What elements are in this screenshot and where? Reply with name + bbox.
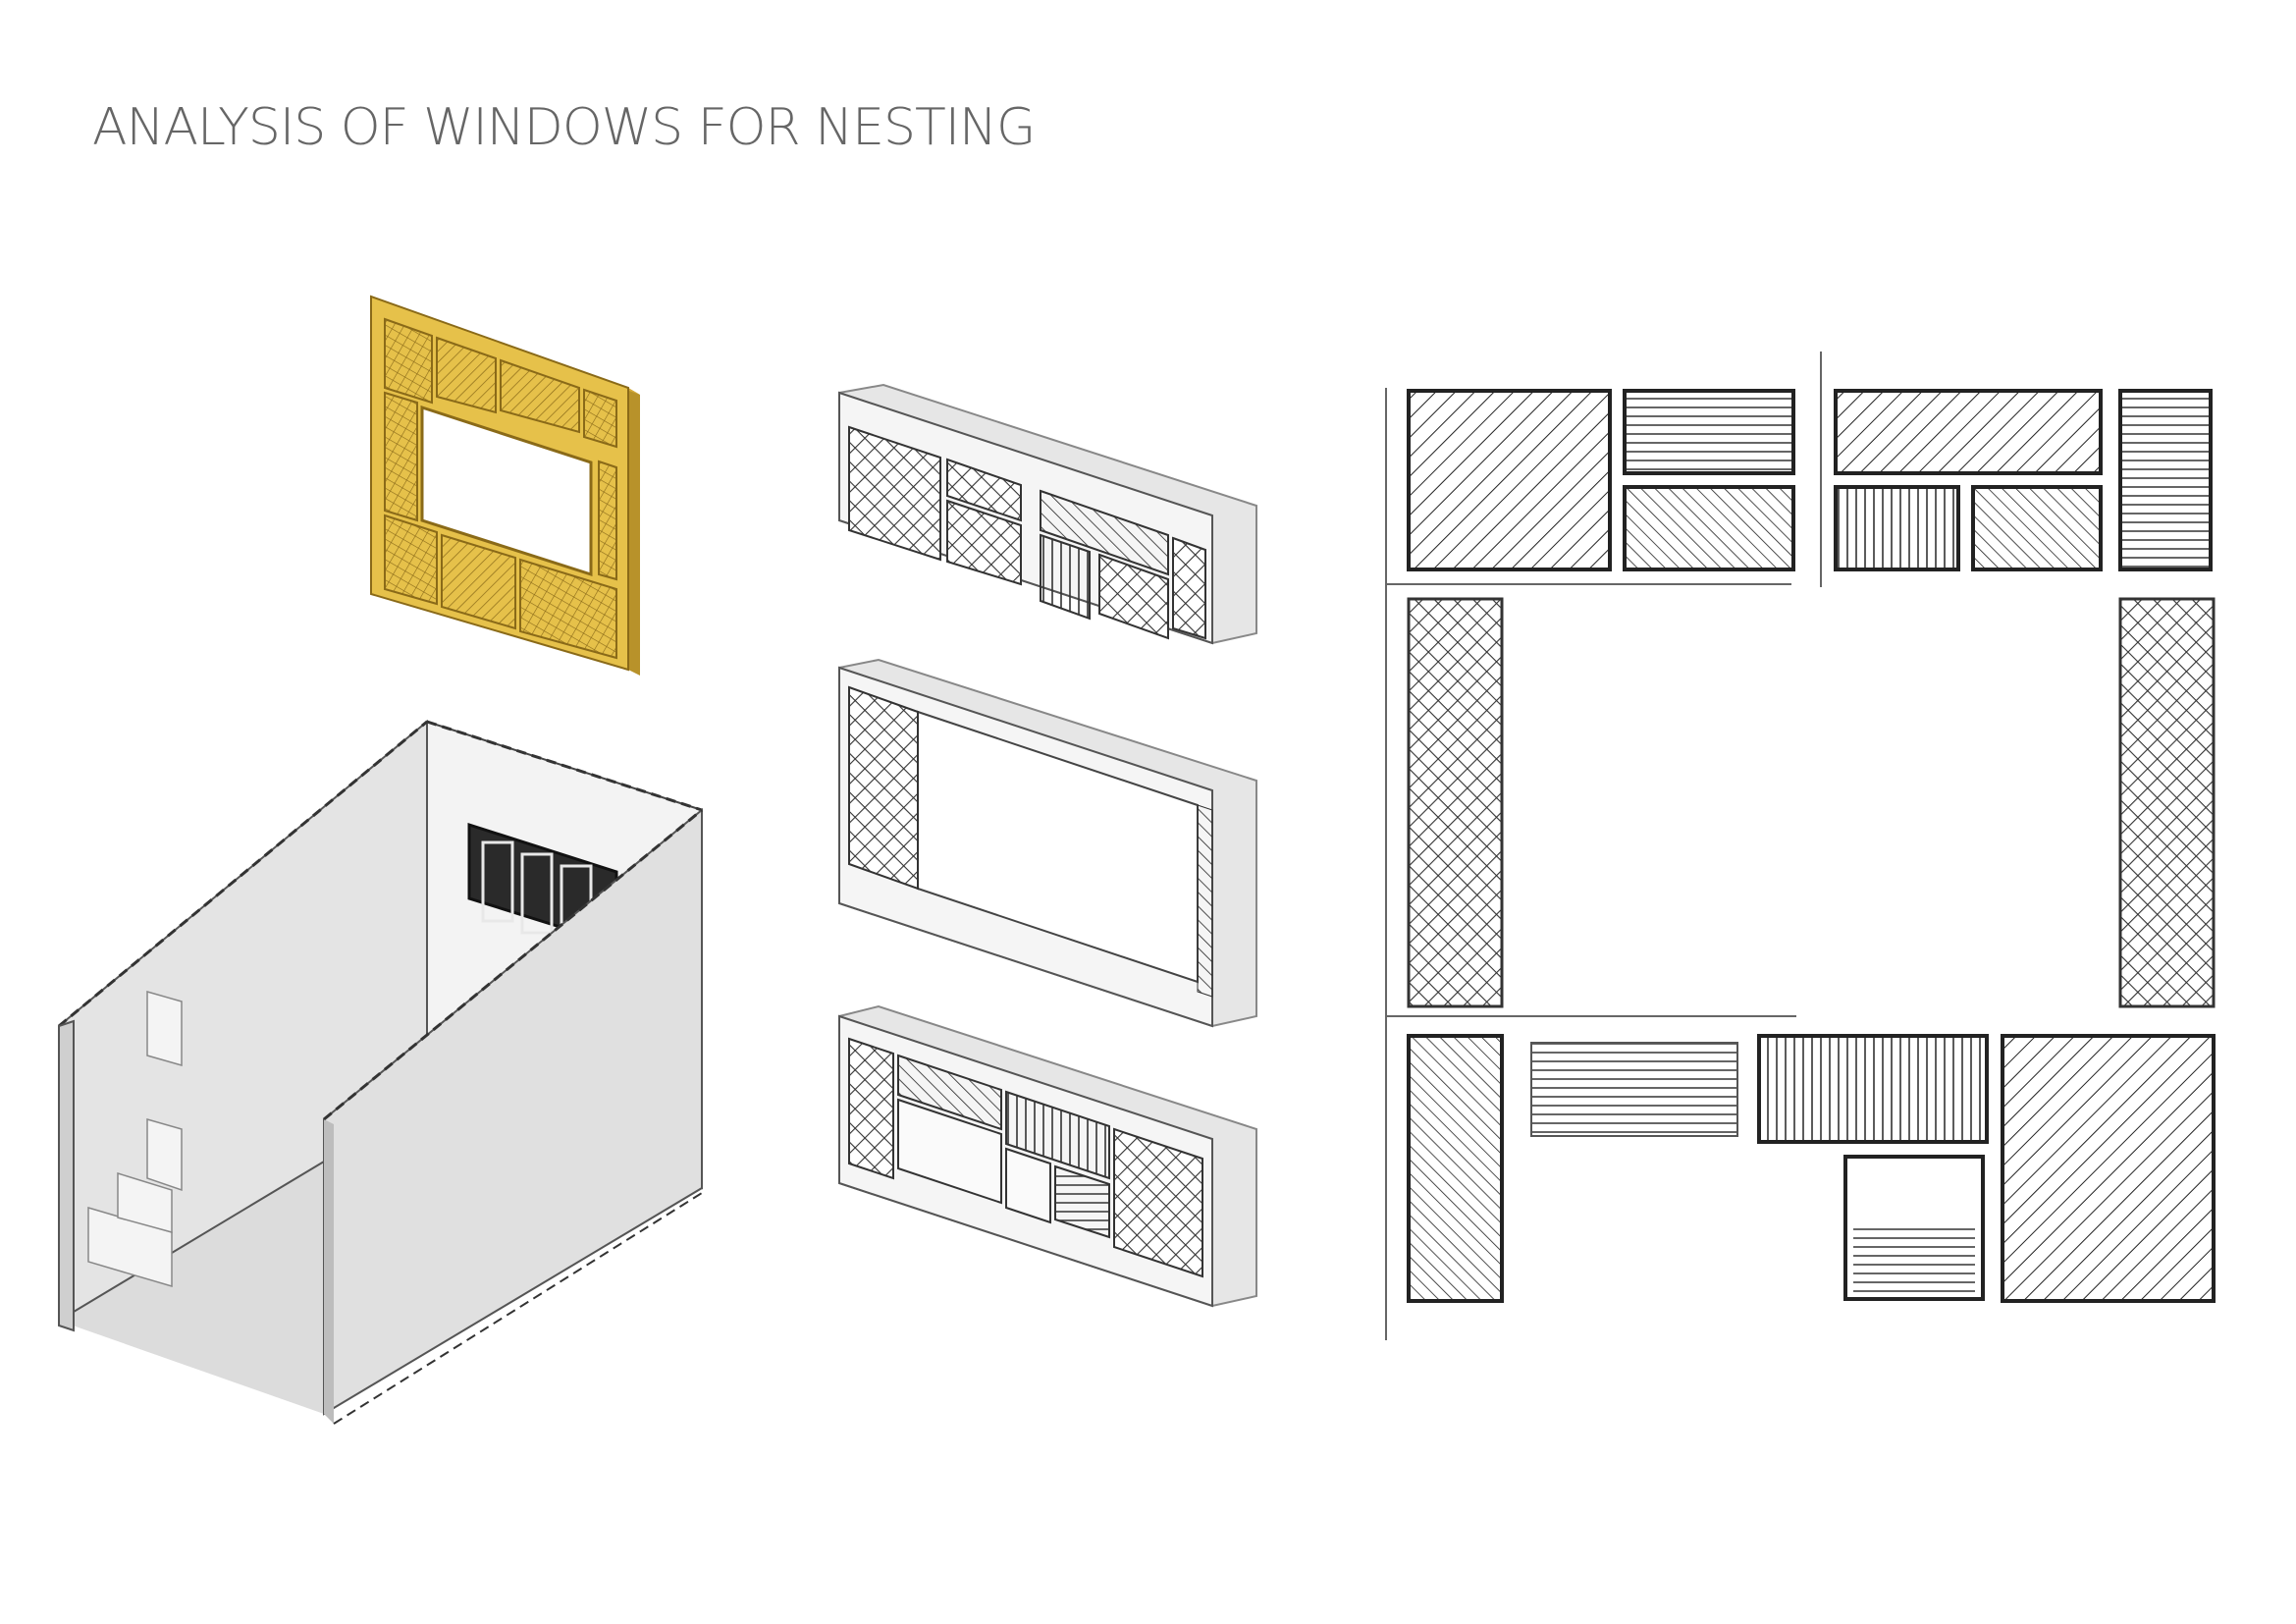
window-component-top	[838, 383, 1257, 645]
room-with-window	[58, 719, 703, 1425]
page-title: ANALYSIS OF WINDOWS FOR NESTING	[92, 98, 1036, 157]
flattened-window-elevation	[1385, 352, 2216, 1340]
highlighted-window-panel	[370, 295, 640, 676]
window-component-frame	[838, 658, 1257, 1028]
window-component-bottom	[838, 1004, 1257, 1308]
